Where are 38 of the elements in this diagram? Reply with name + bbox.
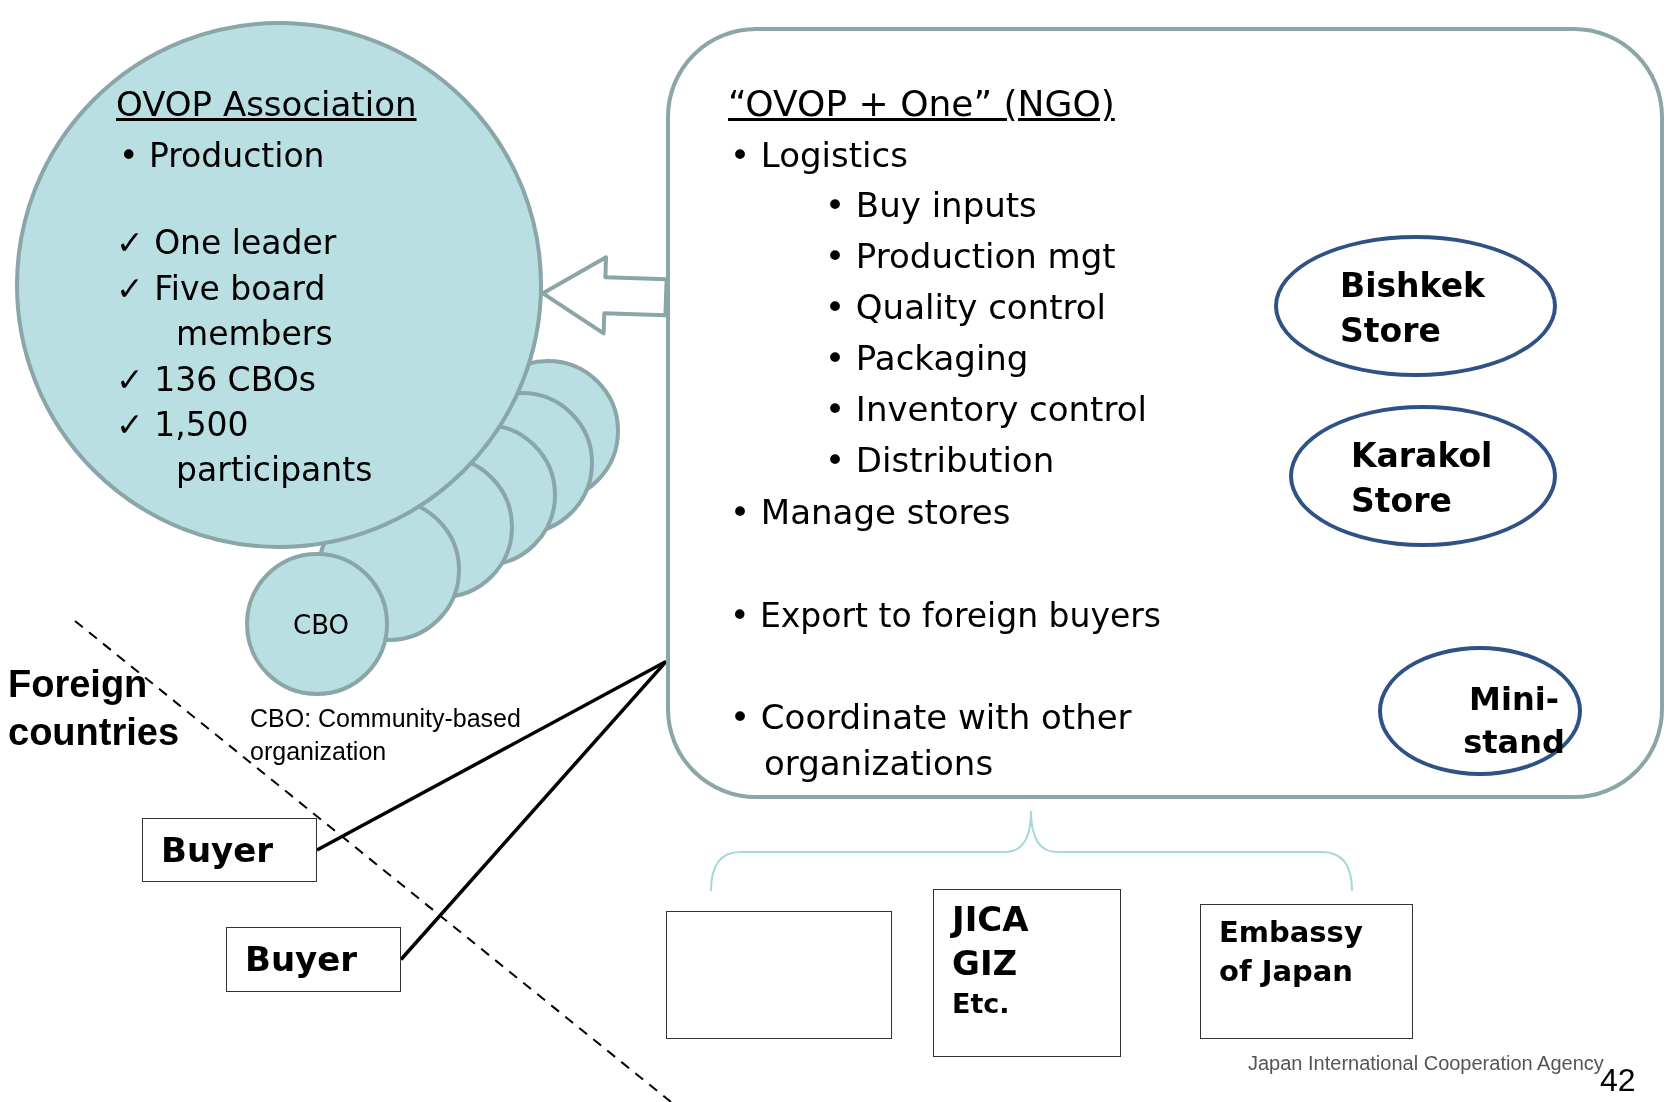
list-item: • Distribution [825,439,1056,482]
list-item: • Inventory control [825,388,1148,431]
region-label: Foreign countries [8,662,181,755]
list-item: ✓ Five board members [116,268,334,355]
list-item: • Packaging [825,337,1030,380]
list-item: • Quality control [825,286,1107,329]
node-text: Buyer [245,938,359,981]
note-text: CBO: Community-based organization [250,703,522,767]
list-item: ✓ 1,500 participants [116,404,374,491]
list-item: • Manage stores [730,491,1012,534]
connector-line [399,660,668,961]
node-text: Mini-stand [1462,679,1566,763]
text-box [226,927,401,992]
connector-line [316,660,667,852]
text-box [142,818,317,882]
heading-text: OVOP Association [116,83,418,126]
node-text: CBO [292,609,350,642]
list-item: • Production [119,135,326,177]
block-arrow [540,255,669,336]
list-item: • Production mgt [825,235,1117,278]
empty-box [666,911,892,1039]
node-text: GIZ [952,942,1019,985]
heading-text: “OVOP + One” (NGO) [728,82,1116,126]
node-text: JICA [952,898,1030,941]
node-text: Buyer [161,829,275,872]
list-item: ✓ 136 CBOs [116,359,317,401]
node-text: Bishkek Store [1340,265,1487,352]
list-item: • Export to foreign buyers [730,595,1162,637]
text-box [933,889,1121,1057]
node-text: Etc. [952,987,1011,1021]
rounded-panel [666,27,1664,799]
list-item: • Coordinate with other organizations [730,696,1133,785]
list-item: ✓ One leader [116,222,338,264]
node-text: Embassy of Japan [1219,914,1364,990]
node-text: Karakol Store [1351,435,1494,522]
text-box [1200,904,1413,1039]
list-item: • Buy inputs [825,184,1038,227]
list-item: • Logistics [730,134,909,177]
